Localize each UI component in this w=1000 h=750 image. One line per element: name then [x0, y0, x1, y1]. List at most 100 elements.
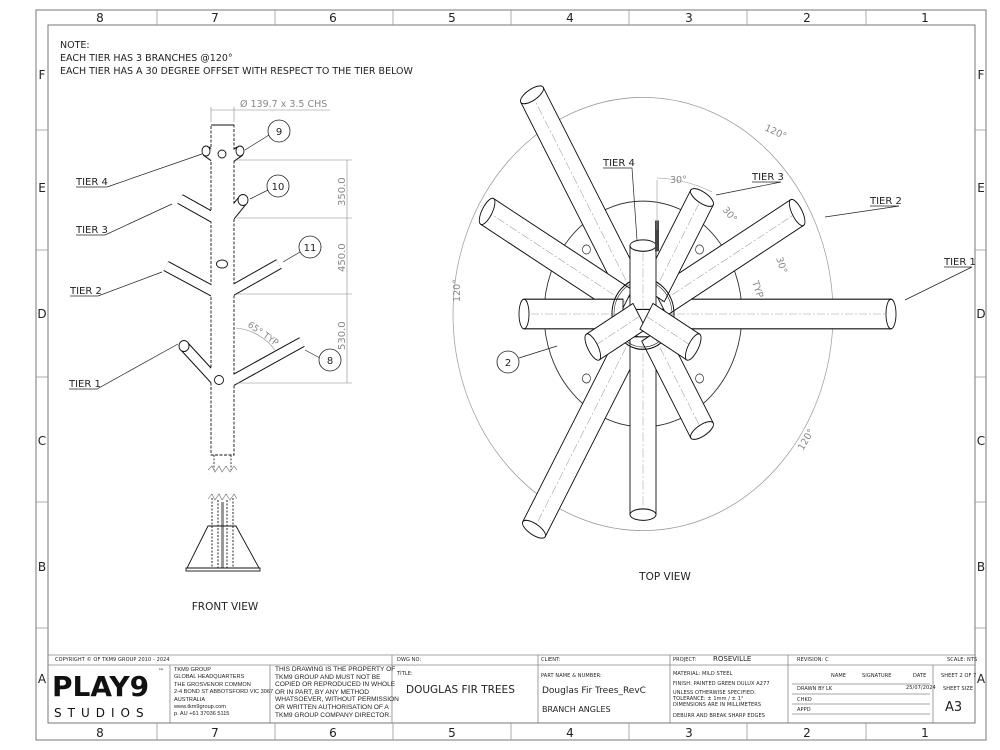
row-label: E — [977, 181, 985, 195]
bolt-hole — [695, 244, 704, 255]
copyright: COPYRIGHT © OF TKM9 GROUP 2010 - 2024 — [55, 657, 170, 663]
tube-end — [629, 508, 657, 521]
col-label: 4 — [566, 11, 574, 25]
tier-1-label: TIER 1 — [68, 379, 101, 390]
address-line: GLOBAL HEADQUARTERS — [174, 674, 245, 681]
address-line: THE GROSVENOR COMMON — [174, 681, 251, 688]
notice-line: TKM9 GROUP AND MUST NOT BE — [275, 673, 381, 681]
tube-end — [629, 239, 657, 252]
note-line: EACH TIER HAS A 30 DEGREE OFFSET WITH RE… — [60, 66, 414, 77]
play9-logo: PLAY9 — [52, 670, 150, 703]
tube-end — [518, 298, 530, 330]
balloon-9: 9 — [276, 127, 282, 138]
project-label: PROJECT: — [673, 657, 697, 663]
top-tier-2-label: TIER 2 — [869, 196, 902, 207]
address-block: TKM9 GROUP GLOBAL HEADQUARTERS THE GROSV… — [174, 667, 273, 719]
tier-2-branch — [478, 197, 633, 317]
top-dimensions — [656, 177, 713, 230]
col-label: 6 — [329, 11, 337, 25]
tier-3-branch — [518, 298, 624, 330]
part-name: Douglas Fir Trees_RevC — [542, 686, 646, 696]
tube-end — [520, 85, 544, 105]
part-description: BRANCH ANGLES — [542, 705, 611, 714]
sheet-size: A3 — [945, 700, 963, 715]
col-label: 7 — [211, 726, 219, 740]
angle-120-bottom: 120° — [796, 427, 817, 452]
col-label: 3 — [685, 726, 693, 740]
top-leaders — [518, 167, 973, 359]
sheet-size-label: SHEET SIZE — [943, 686, 974, 692]
row-label: E — [38, 181, 46, 195]
material: MATERIAL: MILD STEEL — [673, 671, 733, 677]
front-view: Ø 139.7 x 3.5 CHS 350.0 450.0 530.0 65° … — [68, 99, 352, 613]
tier-3-branch — [641, 325, 714, 440]
tier-2-label: TIER 2 — [69, 286, 102, 297]
address-line: TKM9 GROUP — [174, 667, 211, 673]
scale: SCALE: NTS — [947, 657, 978, 663]
notice-line: COPIED OR REPRODUCED IN WHOLE — [275, 681, 396, 689]
front-leaders — [69, 134, 321, 390]
col-label: 4 — [566, 726, 574, 740]
row-label: A — [38, 672, 47, 686]
address-line: AUSTRALIA — [174, 696, 206, 703]
dim-530: 530.0 — [337, 321, 348, 350]
front-branches — [163, 124, 305, 473]
top-tier-3-label: TIER 3 — [751, 172, 784, 183]
tolerance-notes: UNLESS OTHERWISE SPECIFIED: TOLERANCE: ±… — [673, 690, 761, 708]
dim-350: 350.0 — [337, 177, 348, 206]
header-signature: SIGNATURE — [862, 673, 892, 679]
tube-end — [684, 333, 702, 361]
tier-1-branch — [662, 298, 897, 330]
balloon-2 — [496, 350, 520, 374]
checked-label: CHKD — [797, 697, 812, 703]
revision: REVISION: C — [797, 657, 829, 663]
tube-end — [478, 197, 496, 226]
row-label: A — [977, 672, 986, 686]
row-label: D — [37, 307, 46, 321]
notice-line: OR IN PART, BY ANY METHOD — [275, 688, 370, 696]
col-label: 1 — [921, 11, 929, 25]
balloon-11: 11 — [304, 243, 317, 254]
trademark: ™ — [158, 668, 164, 675]
note-line: EACH TIER HAS 3 BRANCHES @120° — [60, 53, 233, 64]
inner-border — [47, 24, 976, 724]
bolt-hole — [582, 373, 591, 384]
bolt-hole — [582, 244, 591, 255]
title-label: TITLE: — [397, 671, 413, 677]
deburr-note: DEBURR AND BREAK SHARP EDGES — [673, 713, 766, 719]
notes-heading: NOTE: — [60, 40, 90, 51]
header-name: NAME — [831, 673, 847, 679]
front-dimensions — [210, 107, 352, 384]
finish: FINISH: PAINTED GREEN DULUX A277 — [673, 681, 770, 687]
front-dim-text: Ø 139.7 x 3.5 CHS 350.0 450.0 530.0 65° … — [240, 99, 348, 350]
tolerance-line: TOLERANCE: ± 1mm / ± 1° — [673, 695, 744, 702]
studios-logo: STUDIOS — [54, 706, 150, 720]
row-label: B — [38, 560, 46, 574]
tube-end — [522, 519, 546, 539]
tube-end — [690, 421, 714, 440]
tube-end — [788, 198, 806, 227]
tier-4-branch — [629, 239, 657, 310]
address-line: 2-4 BOND ST ABBOTSFORD VIC 3067 — [174, 689, 274, 696]
angle-120-left: 120° — [452, 279, 463, 302]
col-label: 8 — [96, 726, 104, 740]
drawn-date: 25/07/2024 — [906, 685, 936, 691]
col-label: 2 — [803, 11, 811, 25]
tier-4-branch — [584, 302, 647, 361]
row-label: C — [38, 434, 46, 448]
tier-4-branch — [639, 302, 702, 361]
col-label: 8 — [96, 11, 104, 25]
website-link[interactable]: www.tkm9group.com — [174, 704, 226, 711]
top-tier-1-label: TIER 1 — [943, 257, 976, 268]
notice-line: TKM9 GROUP COMPANY DIRECTOR. — [275, 711, 392, 719]
top-tier-labels: TIER 4 TIER 3 TIER 2 TIER 1 — [602, 158, 976, 268]
notice-line: THIS DRAWING IS THE PROPERTY OF — [275, 666, 396, 673]
tube-end — [690, 188, 714, 207]
balloon-8: 8 — [327, 356, 333, 367]
col-label: 3 — [685, 11, 693, 25]
angle-65-typ: 65° TYP — [245, 320, 280, 349]
row-label: D — [976, 307, 985, 321]
row-label: B — [977, 560, 985, 574]
tier-1-branch — [520, 85, 645, 303]
